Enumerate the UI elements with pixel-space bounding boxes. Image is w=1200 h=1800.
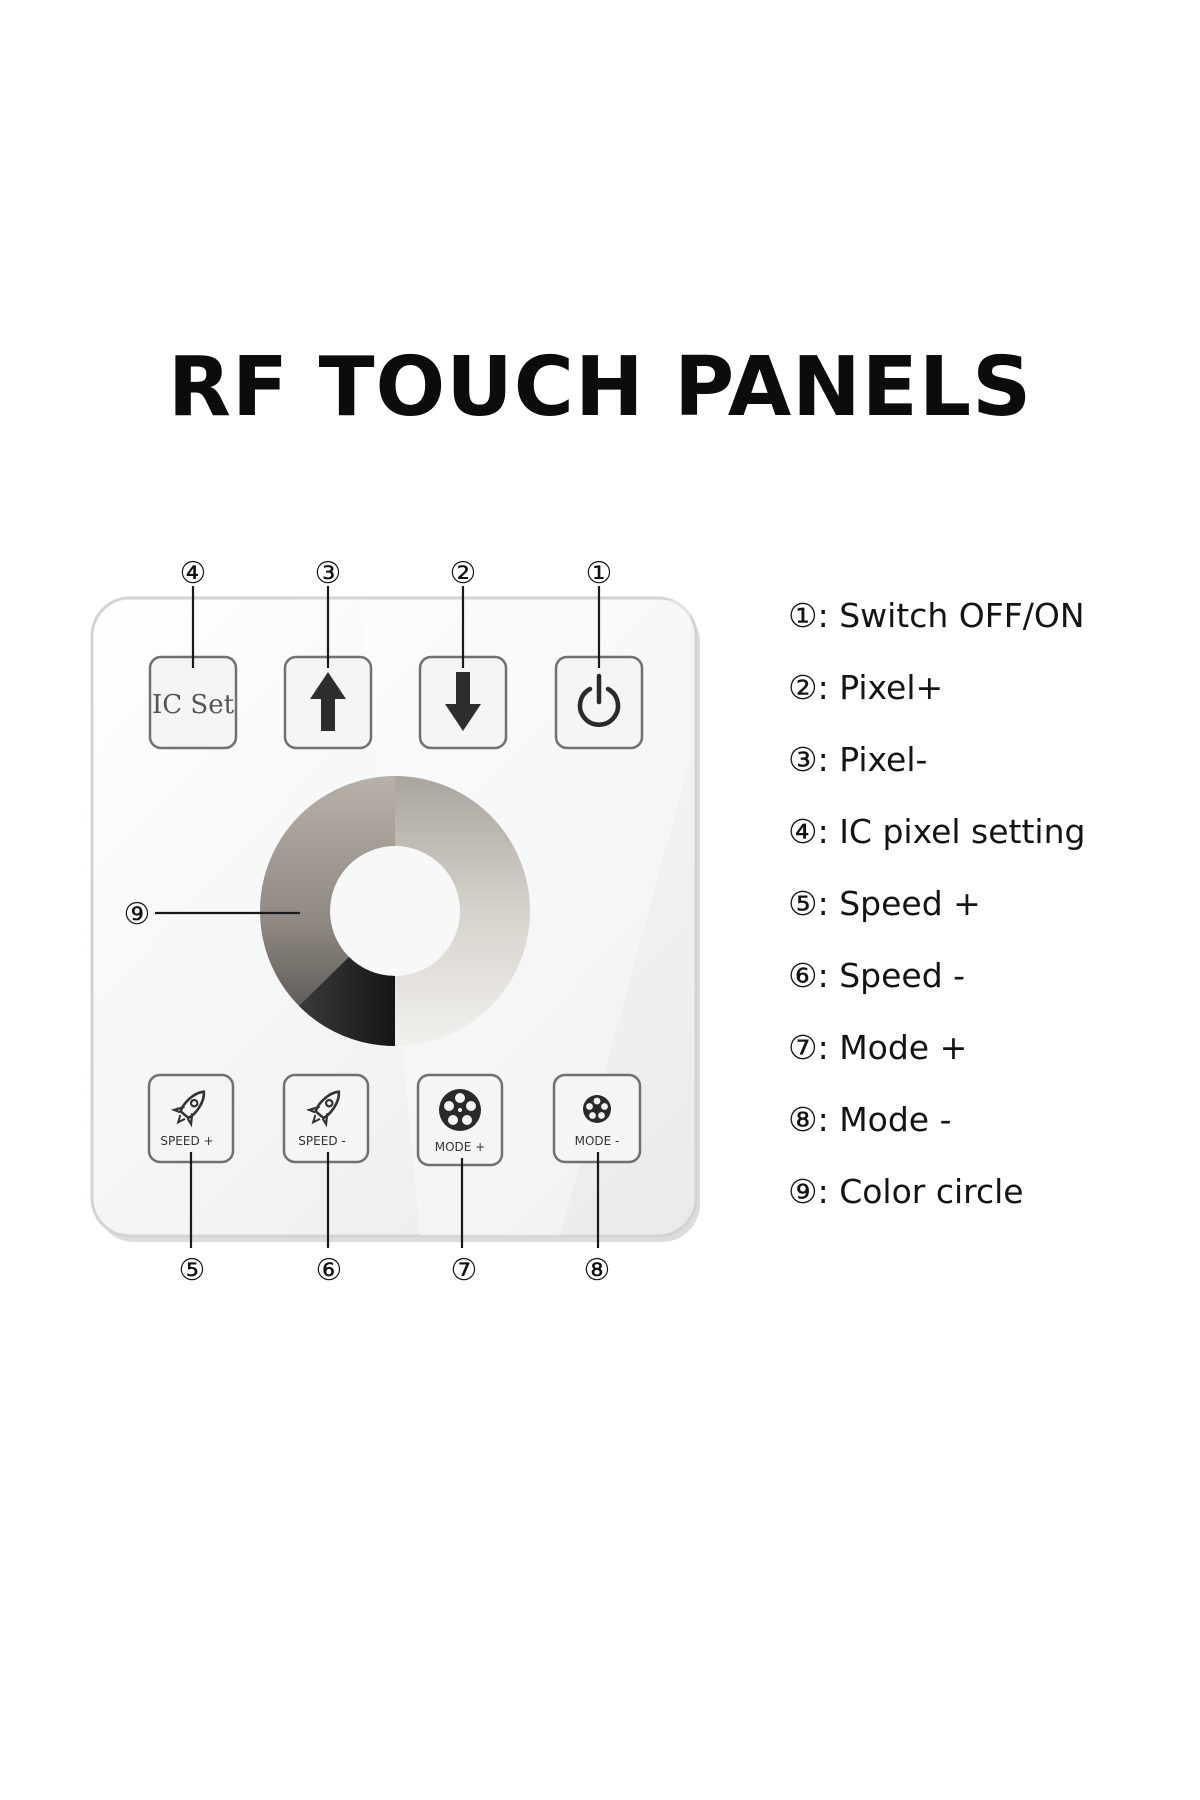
film-reel-icon [583, 1095, 611, 1123]
legend-item-ic-pixel-setting: ④: IC pixel setting [788, 812, 1086, 851]
rocket-icon [170, 1090, 206, 1128]
callout-marker-6: ⑥ [316, 1253, 343, 1288]
callout-lines [155, 586, 601, 1248]
callout-marker-5: ⑤ [179, 1253, 206, 1288]
speed-plus-label: SPEED + [160, 1134, 213, 1148]
power-icon [577, 673, 621, 727]
mode-plus-label: MODE + [435, 1140, 486, 1154]
callout-markers: ④ ③ ② ① ⑨ ⑤ ⑥ ⑦ ⑧ [124, 556, 613, 1288]
legend-item-pixel-plus: ②: Pixel+ [788, 668, 944, 707]
ic-set-button[interactable]: IC Set [148, 655, 238, 750]
callout-marker-9: ⑨ [124, 897, 151, 932]
callout-marker-8: ⑧ [584, 1253, 611, 1288]
callout-marker-7: ⑦ [451, 1253, 478, 1288]
touch-panel-diagram: IC Set SPEED + [90, 556, 700, 1288]
legend-item-speed-minus: ⑥: Speed - [788, 956, 966, 995]
pixel-minus-button[interactable] [283, 655, 373, 750]
speed-minus-button[interactable]: SPEED - [282, 1073, 370, 1164]
legend-item-speed-plus: ⑤: Speed + [788, 884, 981, 923]
callout-marker-2: ② [450, 556, 477, 591]
legend-item-switch: ①: Switch OFF/ON [788, 596, 1085, 635]
arrow-down-icon [445, 672, 481, 731]
callout-marker-3: ③ [315, 556, 342, 591]
page-title: RF TOUCH PANELS [167, 340, 1033, 435]
legend-item-mode-minus: ⑧: Mode - [788, 1100, 952, 1139]
legend-list: ①: Switch OFF/ON ②: Pixel+ ③: Pixel- ④: … [788, 590, 1188, 1238]
legend-item-color-circle: ⑨: Color circle [788, 1172, 1024, 1211]
color-ring-right [395, 776, 530, 1046]
legend-item-mode-plus: ⑦: Mode + [788, 1028, 968, 1067]
color-ring-dark-segment [299, 957, 395, 1046]
pixel-plus-button[interactable] [418, 655, 508, 750]
speed-minus-label: SPEED - [298, 1134, 345, 1148]
color-circle[interactable] [260, 776, 530, 1046]
speed-plus-button[interactable]: SPEED + [147, 1073, 235, 1164]
mode-plus-button[interactable]: MODE + [416, 1073, 504, 1167]
power-button[interactable] [554, 655, 644, 750]
legend-item-pixel-minus: ③: Pixel- [788, 740, 928, 779]
film-reel-icon [439, 1089, 481, 1131]
arrow-up-icon [310, 672, 346, 731]
callout-marker-1: ① [586, 556, 613, 591]
callout-marker-4: ④ [180, 556, 207, 591]
mode-minus-button[interactable]: MODE - [552, 1073, 642, 1164]
color-ring-center [331, 847, 459, 975]
rocket-icon [305, 1090, 341, 1128]
ic-set-label: IC Set [152, 690, 235, 720]
mode-minus-label: MODE - [575, 1134, 620, 1148]
